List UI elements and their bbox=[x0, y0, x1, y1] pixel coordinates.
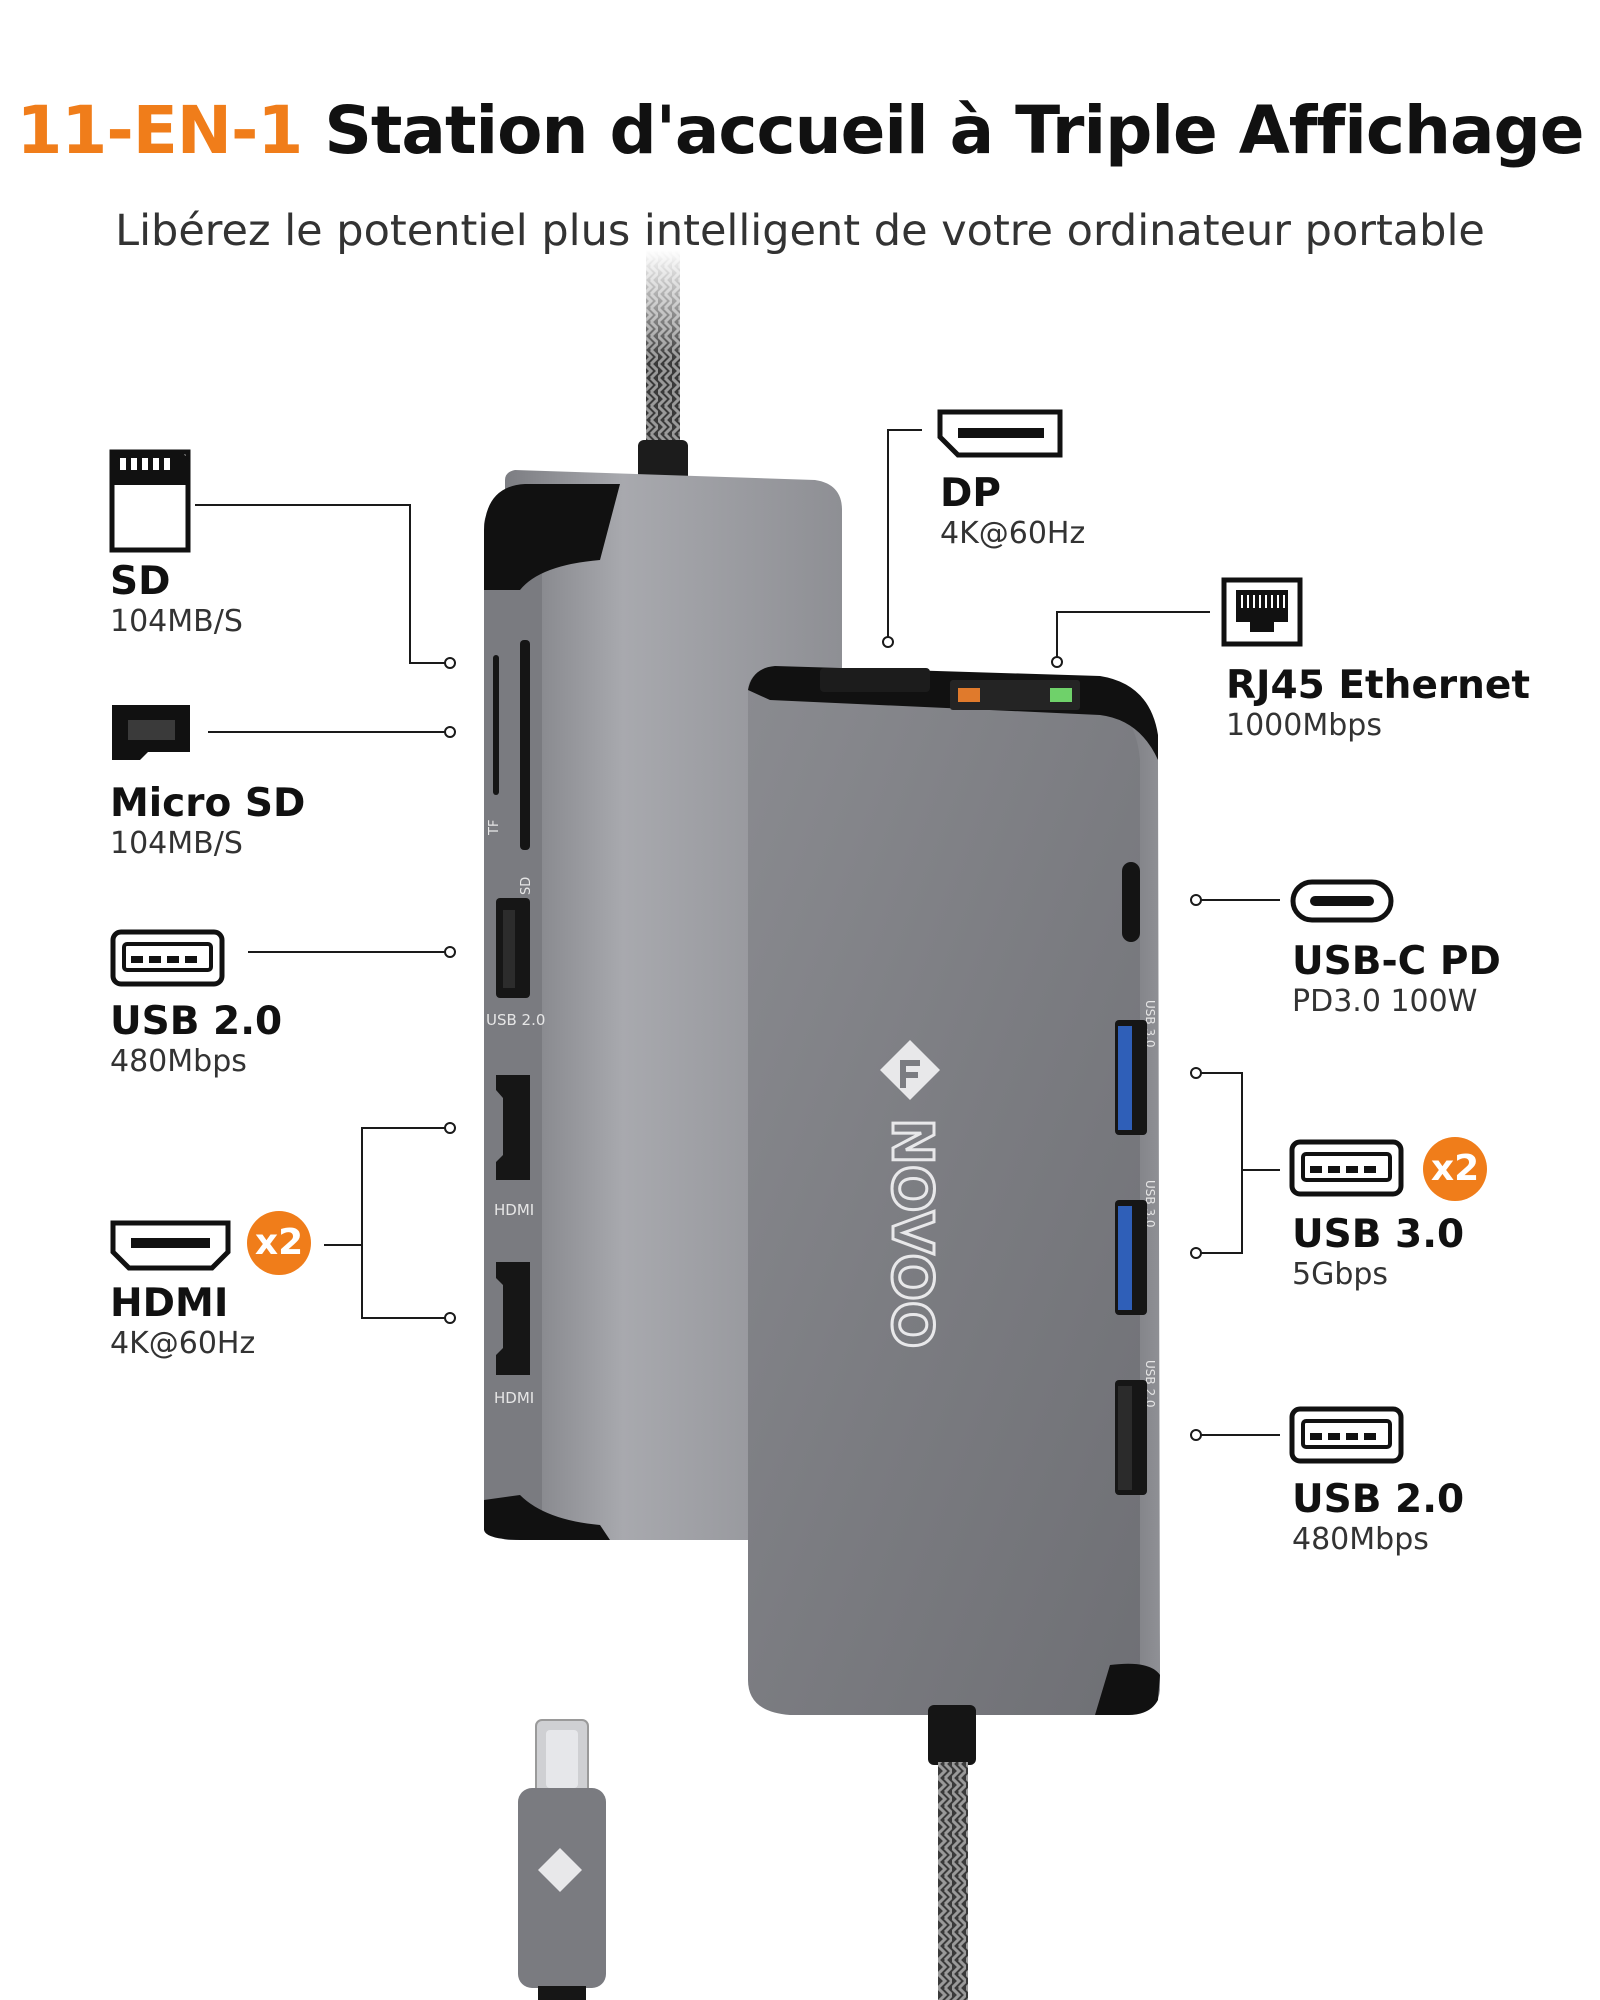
dp-label: DP 4K@60Hz bbox=[940, 472, 1085, 552]
usbc-port bbox=[1122, 862, 1140, 942]
usb-c-port-icon bbox=[1290, 879, 1394, 923]
rj45-port bbox=[950, 680, 1080, 710]
sd-port-label: SD bbox=[519, 877, 534, 895]
usb2-right-name: USB 2.0 bbox=[1292, 1477, 1465, 1522]
hdmi-port-2 bbox=[496, 1262, 530, 1375]
usb3-count-badge: x2 bbox=[1423, 1137, 1487, 1201]
tf-port-label: TF bbox=[487, 820, 502, 836]
usb2-left-spec: 480Mbps bbox=[110, 1044, 247, 1079]
usbc-label: USB-C PD PD3.0 100W bbox=[1292, 940, 1501, 1020]
usb2-right-label: USB 2.0 480Mbps bbox=[1292, 1478, 1464, 1558]
front-hub: NOVOO USB 3.0 USB 3.0 USB 2.0 bbox=[748, 666, 1160, 1715]
ethernet-port-icon bbox=[1221, 577, 1303, 647]
front-hub-cable bbox=[928, 1705, 976, 2000]
title-main: Station d'accueil à Triple Affichage bbox=[324, 92, 1584, 169]
usb-a-port-icon-usb3 bbox=[1289, 1139, 1404, 1197]
dp-port bbox=[820, 668, 930, 692]
novoo-brand-text: NOVOO bbox=[879, 1118, 944, 1349]
tf-slot bbox=[493, 655, 499, 795]
sd-name: SD bbox=[110, 559, 171, 604]
microsd-spec: 104MB/S bbox=[110, 826, 243, 861]
hdmi-port-1-label: HDMI bbox=[494, 1201, 534, 1219]
rj45-name: RJ45 Ethernet bbox=[1226, 663, 1530, 708]
rj45-spec: 1000Mbps bbox=[1226, 708, 1382, 743]
page-title: 11-EN-1 Station d'accueil à Triple Affic… bbox=[0, 92, 1600, 169]
hdmi-name: HDMI bbox=[110, 1281, 229, 1326]
hdmi-port-1 bbox=[496, 1075, 530, 1180]
micro-sd-card-icon bbox=[112, 705, 190, 760]
usb2-left-label: USB 2.0 480Mbps bbox=[110, 1000, 282, 1080]
usb2-left-name: USB 2.0 bbox=[110, 999, 283, 1044]
novoo-logo: NOVOO bbox=[878, 1040, 946, 1350]
sd-card-icon bbox=[109, 449, 191, 553]
sd-label: SD 104MB/S bbox=[110, 560, 243, 640]
hdmi-count-badge: x2 bbox=[247, 1211, 311, 1275]
hdmi-label: HDMI 4K@60Hz bbox=[110, 1282, 255, 1362]
microsd-label: Micro SD 104MB/S bbox=[110, 782, 305, 862]
back-usb2-port-label: USB 2.0 bbox=[486, 1011, 545, 1029]
hdmi-port-icon bbox=[110, 1220, 231, 1271]
sd-slot bbox=[520, 640, 530, 850]
displayport-icon bbox=[937, 409, 1063, 458]
usbc-spec: PD3.0 100W bbox=[1292, 984, 1478, 1019]
usbc-name: USB-C PD bbox=[1292, 939, 1501, 984]
dp-spec: 4K@60Hz bbox=[940, 516, 1086, 551]
usb3-name: USB 3.0 bbox=[1292, 1212, 1465, 1257]
sd-spec: 104MB/S bbox=[110, 604, 243, 639]
usb-a-port-icon-right bbox=[1289, 1406, 1404, 1464]
dp-name: DP bbox=[940, 471, 1001, 516]
usb3-spec: 5Gbps bbox=[1292, 1257, 1389, 1292]
microsd-name: Micro SD bbox=[110, 781, 306, 826]
usb2-right-spec: 480Mbps bbox=[1292, 1522, 1429, 1557]
page-subtitle: Libérez le potentiel plus intelligent de… bbox=[115, 206, 1485, 256]
title-accent: 11-EN-1 bbox=[16, 92, 303, 169]
hdmi-spec: 4K@60Hz bbox=[110, 1326, 256, 1361]
hdmi-port-2-label: HDMI bbox=[494, 1389, 534, 1407]
usb-a-port-icon-left bbox=[110, 929, 225, 987]
callout-lines bbox=[195, 429, 1280, 1441]
usb-c-plug bbox=[518, 1719, 606, 2000]
usb3-label: USB 3.0 5Gbps bbox=[1292, 1213, 1464, 1293]
rj45-label: RJ45 Ethernet 1000Mbps bbox=[1226, 664, 1530, 744]
